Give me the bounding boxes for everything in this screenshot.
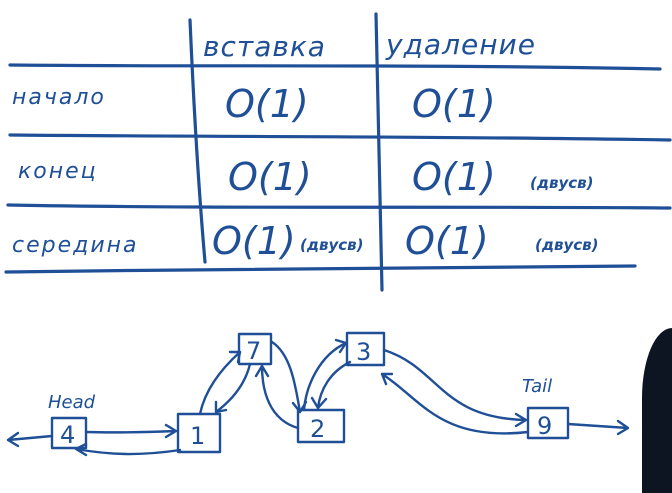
cell-middle-delete-note: (двусв) xyxy=(535,236,598,254)
cell-end-delete-note: (двусв) xyxy=(530,174,593,192)
column-header-delete: удаление xyxy=(385,28,536,61)
complexity-table-grid xyxy=(4,12,672,292)
tail-label: Tail xyxy=(522,376,552,397)
column-header-insert: вставка xyxy=(203,30,326,63)
table-line-row1 xyxy=(8,133,672,142)
node-value-2: 2 xyxy=(310,415,325,443)
arrow-node7-to-node1 xyxy=(214,362,252,414)
arrow-node9-right xyxy=(566,419,630,436)
node-box-7 xyxy=(237,332,273,366)
row-label-start: начало xyxy=(12,85,106,110)
node-value-9: 9 xyxy=(537,412,552,440)
node-value-4: 4 xyxy=(60,421,75,449)
cell-start-insert: O(1) xyxy=(225,82,309,126)
presenter-silhouette xyxy=(642,328,672,493)
node-value-1: 1 xyxy=(190,422,205,450)
arrow-node4-to-node1 xyxy=(84,423,178,439)
arrow-node1-to-node4 xyxy=(74,442,182,457)
arrow-node3-to-node9 xyxy=(382,348,528,428)
cell-end-delete: O(1) xyxy=(412,155,496,199)
node-value-3: 3 xyxy=(356,338,371,366)
table-line-row3 xyxy=(4,264,637,274)
arrow-node9-to-node3 xyxy=(380,372,530,435)
arrow-node1-to-node7 xyxy=(198,350,242,416)
row-label-end: конец xyxy=(18,159,98,184)
arrow-node7-to-node2 xyxy=(270,340,308,414)
arrow-node2-to-node7 xyxy=(254,364,300,430)
arrow-node2-to-node3 xyxy=(302,338,348,412)
head-label: Head xyxy=(48,392,96,413)
arrow-node3-to-node2 xyxy=(310,360,352,410)
table-col-line-2 xyxy=(374,12,384,292)
cell-middle-insert-note: (двусв) xyxy=(300,236,363,254)
cell-middle-delete: O(1) xyxy=(405,219,489,263)
linked-list-diagram: Head Tail 4 1 7 2 3 9 xyxy=(6,331,630,457)
node-box-2 xyxy=(296,408,346,444)
node-value-7: 7 xyxy=(246,337,261,365)
table-line-row2 xyxy=(6,203,672,210)
table-col-line-1 xyxy=(188,18,207,264)
row-label-middle: середина xyxy=(12,233,139,258)
cell-start-delete: O(1) xyxy=(412,82,496,126)
cell-middle-insert: O(1) xyxy=(212,219,296,263)
arrow-node4-left xyxy=(6,431,54,448)
table-line-header xyxy=(8,63,662,71)
cell-end-insert: O(1) xyxy=(228,155,312,199)
